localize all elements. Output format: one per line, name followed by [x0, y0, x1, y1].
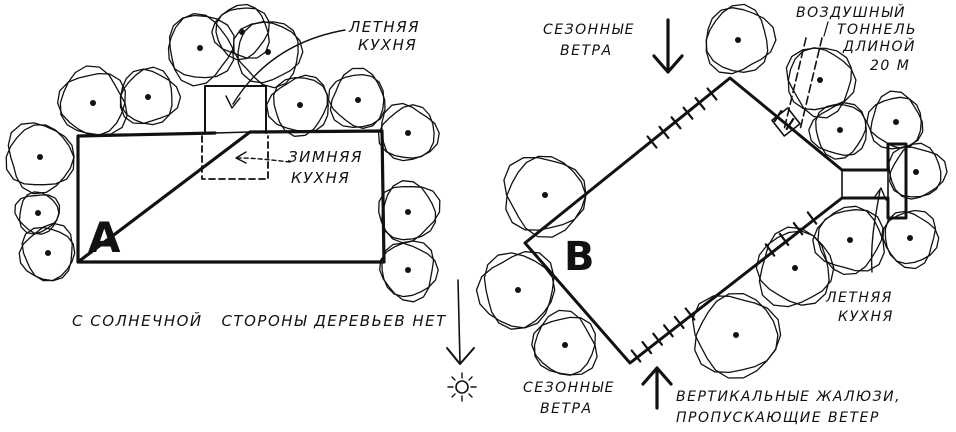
louvers-top-edge [646, 87, 795, 149]
winter-kitchen-a-arrowhead [235, 151, 247, 164]
louvers-label-line2: ПРОПУСКАЮЩИЕ ВЕТЕР [676, 410, 880, 426]
louver-slat [792, 222, 804, 236]
louver-slat [682, 106, 694, 120]
tree-icon [379, 240, 439, 303]
sun-arrow-shaft [457, 279, 461, 363]
no-trees-sunny-side-note: С СОЛНЕЧНОЙ СТОРОНЫ ДЕРЕВЬЕВ НЕТ [72, 311, 447, 330]
air-tunnel-leader [823, 21, 829, 37]
winter-kitchen-a-arrow [237, 157, 291, 163]
louver-slat [652, 332, 664, 346]
tree-icon [888, 142, 948, 200]
winter-kitchen-a-label-line1: ЗИМНЯЯ [288, 148, 363, 166]
air-tunnel [783, 37, 823, 131]
sun-arrowhead [446, 347, 475, 365]
tree-icon [377, 102, 440, 162]
air-tunnel-intake [771, 107, 801, 137]
house-a-outline [76, 129, 386, 264]
summer-kitchen-b-arrow [870, 189, 881, 273]
sun-direction [446, 279, 477, 402]
plan-a: A ЛЕТНЯЯ КУХНЯ ЗИМНЯЯ КУХНЯ С СОЛНЕЧНОЙ … [5, 3, 447, 330]
summer-kitchen-a-arrowhead [225, 95, 241, 109]
winter-kitchen-a [201, 135, 269, 180]
air-tunnel-label-line4: 20 М [870, 58, 910, 74]
louver-slat [670, 116, 682, 130]
plan-b-trees [475, 3, 948, 379]
louver-slat [658, 125, 670, 139]
summer-kitchen-a-label-line2: КУХНЯ [358, 36, 417, 54]
plan-a-trees [5, 3, 441, 303]
louver-slat [806, 211, 818, 225]
louver-slat [778, 232, 790, 246]
air-tunnel-label-line1: ВОЗДУШНЫЙ [796, 3, 906, 21]
sun-icon [447, 372, 477, 402]
kitchen-partition-a [214, 131, 251, 134]
wind-arrow-top-head [652, 54, 684, 74]
tree-icon [785, 47, 857, 119]
summer-kitchen-b-label-line1: ЛЕТНЯЯ [825, 290, 893, 306]
louver-slat [630, 349, 642, 363]
summer-kitchen-b [841, 169, 889, 199]
seasonal-winds-bottom-line2: ВЕТРА [540, 401, 593, 417]
louver-slat [694, 96, 706, 111]
air-tunnel-label-line2: ТОННЕЛЬ [837, 22, 917, 38]
louver-slat [641, 341, 653, 355]
summer-kitchen-a-label-line1: ЛЕТНЯЯ [348, 18, 420, 36]
tree-icon [882, 209, 940, 270]
tree-icon [531, 309, 598, 376]
tree-icon [5, 122, 75, 195]
tree-icon [265, 74, 329, 137]
summer-kitchen-a [204, 85, 267, 134]
house-b-outline [523, 76, 908, 365]
tree-icon [866, 90, 924, 150]
louver-slat [785, 117, 795, 131]
seasonal-winds-top-line2: ВЕТРА [560, 43, 613, 59]
tree-icon [475, 251, 556, 330]
tree-icon [812, 205, 885, 276]
plan-b: B СЕЗОННЫЕ ВЕТРА СЕЗОННЫЕ ВЕТРА ВОЗДУШНЫ… [475, 3, 948, 426]
tree-icon [503, 155, 587, 238]
tree-icon [378, 180, 441, 244]
louvers-bottom-edge [630, 211, 818, 363]
summer-kitchen-b-label-line2: КУХНЯ [838, 309, 894, 325]
louver-slat [764, 243, 776, 257]
tree-icon [691, 292, 782, 379]
tree-icon [211, 3, 270, 61]
seasonal-winds-top-line1: СЕЗОННЫЕ [543, 22, 635, 38]
air-tunnel-label-line3: ДЛИНОЙ [842, 37, 916, 55]
louver-slat [673, 315, 685, 329]
house-a-letter: A [88, 213, 121, 262]
tree-icon [755, 226, 835, 308]
winter-kitchen-a-label-line2: КУХНЯ [291, 169, 350, 187]
seasonal-winds-bottom-line1: СЕЗОННЫЕ [523, 380, 615, 396]
tree-icon [18, 222, 76, 282]
summer-kitchen-a-arrow [232, 29, 346, 105]
tree-icon [808, 102, 867, 160]
louver-slat [646, 135, 658, 149]
louvers-label-line1: ВЕРТИКАЛЬНЫЕ ЖАЛЮЗИ, [676, 389, 901, 405]
tree-icon [119, 66, 182, 126]
louver-slat [684, 307, 696, 321]
wind-arrow-bottom-head [641, 366, 673, 386]
louver-slat [706, 87, 718, 101]
tree-icon [327, 67, 386, 130]
tree-icon [705, 3, 777, 75]
tree-icon [56, 65, 128, 136]
house-b-letter: B [564, 234, 595, 280]
louver-slat [662, 324, 674, 338]
summer-kitchen-b-arrowhead [873, 187, 887, 201]
